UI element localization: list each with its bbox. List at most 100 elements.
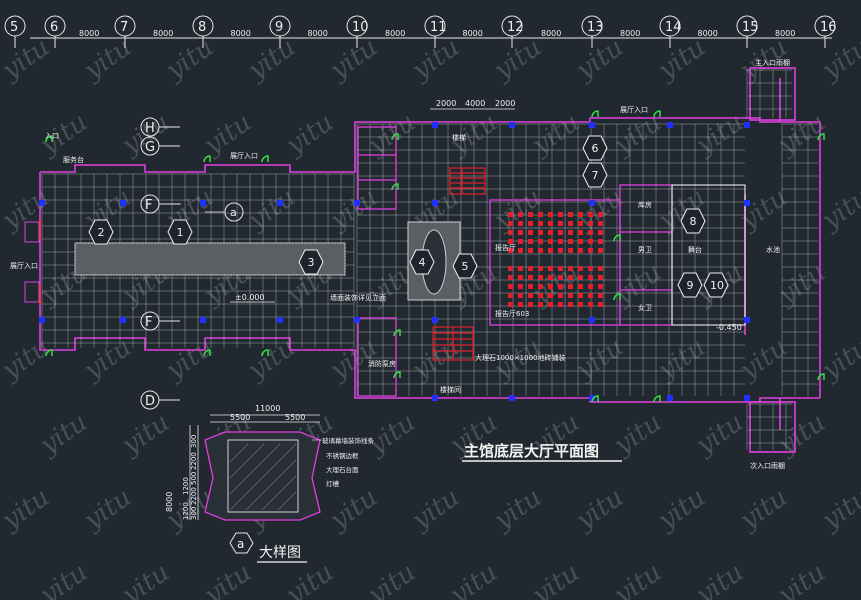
seat [518, 284, 523, 289]
svg-text:4000: 4000 [465, 99, 485, 108]
watermark-text: yitu [406, 332, 465, 386]
structural-columns [39, 122, 750, 401]
seat [528, 230, 533, 235]
seat [578, 248, 583, 253]
svg-text:a: a [230, 206, 237, 219]
column [354, 317, 360, 323]
watermark-text: yitu [362, 107, 421, 161]
seat [508, 284, 513, 289]
row-axis-label: F [145, 315, 152, 330]
seat [568, 284, 573, 289]
door-swing [653, 395, 661, 403]
svg-text:300: 300 [190, 435, 198, 448]
column [744, 200, 750, 206]
seat [508, 302, 513, 307]
watermark-text: yitu [116, 407, 175, 461]
svg-text:入口: 入口 [45, 132, 59, 140]
seat [518, 248, 523, 253]
watermark-text: yitu [816, 182, 861, 236]
watermark-text: yitu [406, 32, 465, 86]
seat [548, 293, 553, 298]
watermark-text: yitu [324, 482, 383, 536]
seat [528, 275, 533, 280]
column [39, 200, 45, 206]
seat [528, 284, 533, 289]
index-mark-label: 6 [592, 142, 599, 155]
axis-label: 10 [352, 20, 369, 35]
column [200, 317, 206, 323]
seat [528, 239, 533, 244]
axis-label: 5 [10, 20, 18, 35]
index-mark-hex [582, 135, 608, 161]
detail-title-mark: a [237, 537, 244, 551]
seat [558, 266, 563, 271]
staircase-bottom [432, 326, 474, 361]
seat [578, 293, 583, 298]
watermark-text: yitu [0, 32, 55, 86]
door-swing [591, 110, 599, 118]
column [432, 395, 438, 401]
watermark-text: yitu [526, 557, 585, 600]
index-mark-label: 9 [687, 279, 694, 292]
seat [588, 221, 593, 226]
dimension-text: 8000 [79, 29, 99, 38]
column [509, 122, 515, 128]
index-mark-hex [409, 249, 435, 275]
watermark-text: yitu [242, 32, 301, 86]
index-mark-label: 5 [462, 260, 469, 273]
seat [578, 284, 583, 289]
door-swing [203, 349, 211, 357]
seat [558, 212, 563, 217]
watermark-text: yitu [280, 557, 339, 600]
column [744, 122, 750, 128]
watermark-text: yitu [608, 557, 667, 600]
index-mark-label: 8 [690, 215, 697, 228]
watermark-text: yitu [816, 482, 861, 536]
column [509, 395, 515, 401]
watermark-text: yitu [242, 182, 301, 236]
seat [548, 302, 553, 307]
room-labels: 展厅入口 展厅入口 服务台 报告厅 库房 男卫 女卫 舞台 水池 报告厅603 … [10, 58, 790, 470]
index-mark-label: 7 [592, 169, 599, 182]
watermark-text: yitu [78, 32, 137, 86]
auditorium-seats [508, 212, 603, 307]
svg-text:女卫: 女卫 [638, 303, 652, 312]
column [277, 317, 283, 323]
watermark-text: yitu [406, 482, 465, 536]
seat [538, 302, 543, 307]
door-swing [817, 133, 825, 141]
watermark-text: yitu [34, 407, 93, 461]
watermark-text: yitu [690, 557, 749, 600]
seat [538, 248, 543, 253]
seat [568, 239, 573, 244]
axis-label: 9 [275, 20, 283, 35]
seat [528, 221, 533, 226]
door-swing [653, 110, 661, 118]
watermark-text: yitu [772, 257, 831, 311]
index-mark-label: 10 [710, 279, 724, 292]
column [120, 317, 126, 323]
watermark-text: yitu [0, 332, 55, 386]
dimension-text: 8000 [153, 29, 173, 38]
door-swing [391, 183, 399, 191]
seat [538, 284, 543, 289]
watermark-text: yitu [362, 557, 421, 600]
svg-text:2000: 2000 [495, 99, 515, 108]
door-swing [393, 371, 401, 379]
seat [598, 212, 603, 217]
seat [558, 302, 563, 307]
seat [508, 230, 513, 235]
index-mark-hex [703, 272, 729, 298]
seat [578, 212, 583, 217]
svg-text:展厅入口: 展厅入口 [10, 262, 38, 270]
seat [588, 293, 593, 298]
door-swing [203, 155, 211, 163]
staircase-top [449, 167, 486, 195]
seat [528, 293, 533, 298]
seat [568, 221, 573, 226]
watermark-text: yitu [488, 482, 547, 536]
seat [598, 230, 603, 235]
